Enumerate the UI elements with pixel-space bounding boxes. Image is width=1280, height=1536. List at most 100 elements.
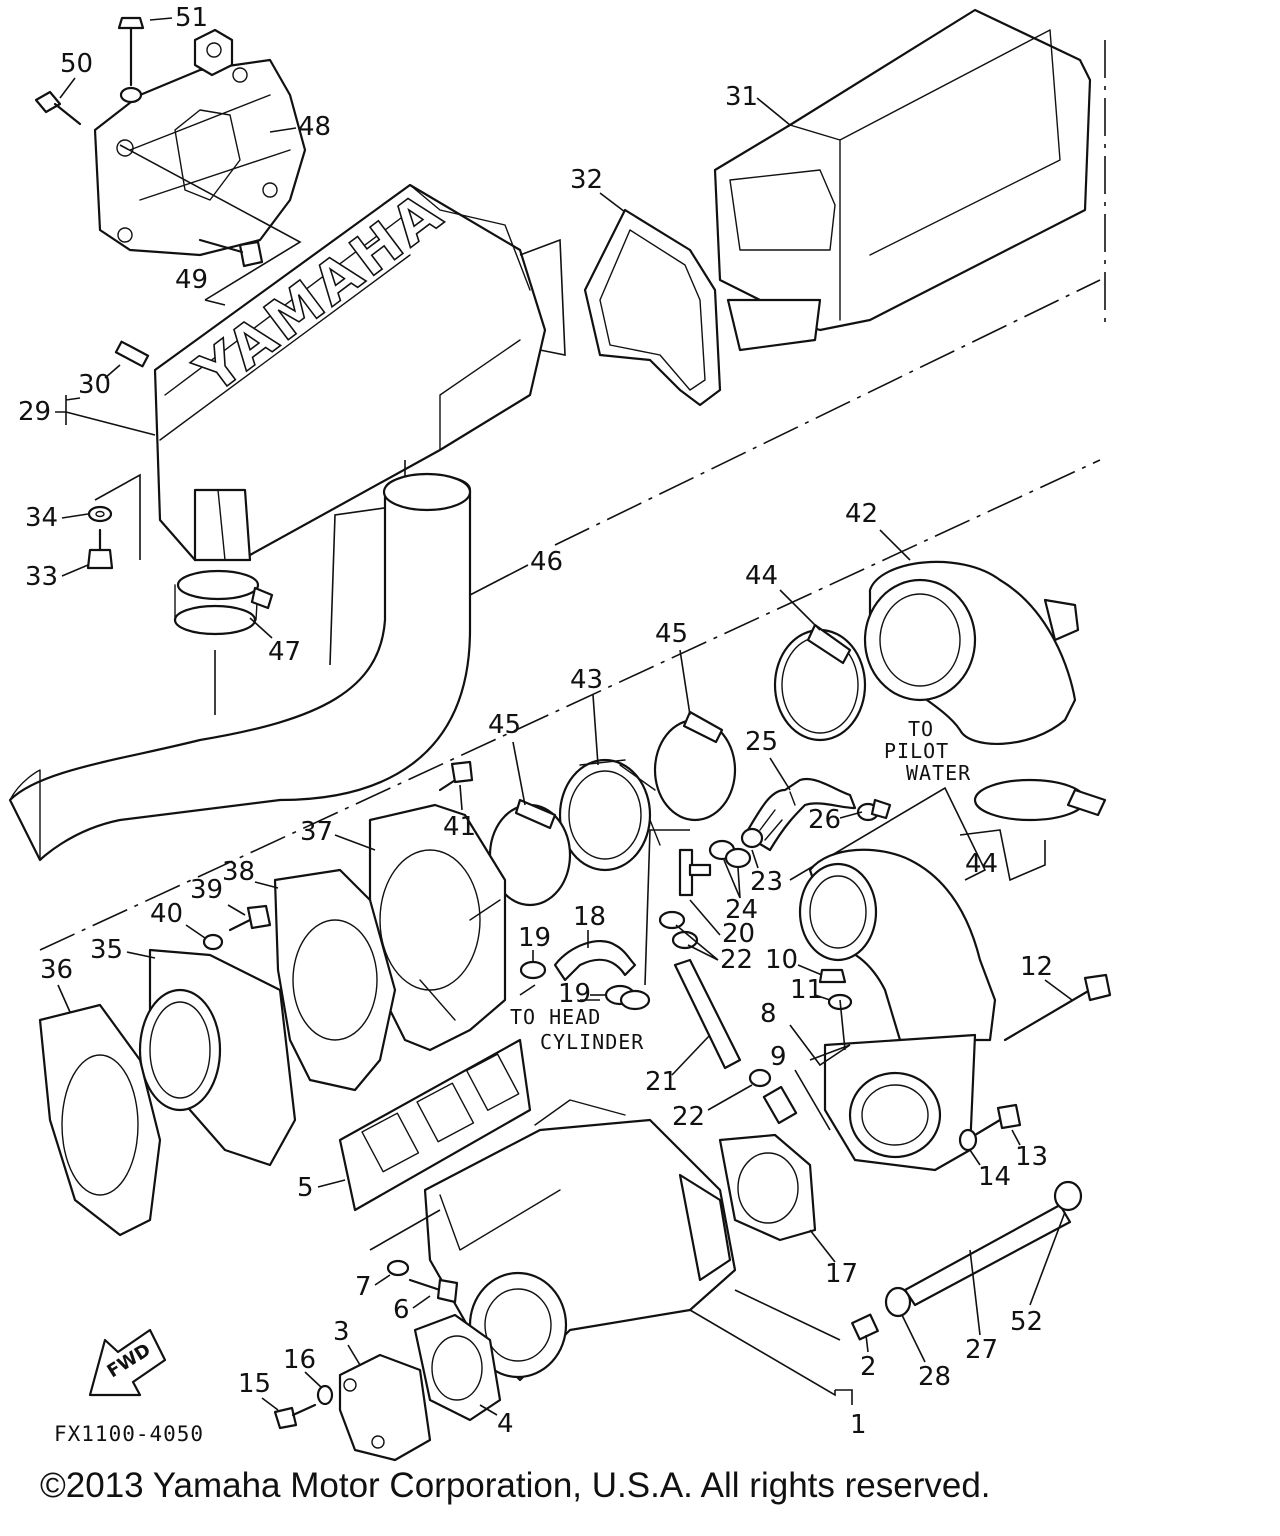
hose-clamp-44-lower — [973, 778, 1107, 822]
part-label-2: 2 — [860, 1352, 877, 1382]
part-label-48: 48 — [298, 112, 331, 142]
part-label-28: 28 — [918, 1362, 951, 1392]
part-label-51: 51 — [175, 3, 208, 33]
part-label-17: 17 — [825, 1259, 858, 1289]
part-label-23: 23 — [750, 867, 783, 897]
part-label-3: 3 — [333, 1317, 350, 1347]
part-label-9: 9 — [770, 1042, 787, 1072]
hose-21 — [673, 958, 742, 1070]
part-label-40: 40 — [150, 899, 183, 929]
manifold-1 — [423, 1099, 737, 1382]
elbow-42 — [863, 560, 1080, 745]
fitting-20 — [678, 848, 712, 897]
clamp-28 — [884, 1286, 912, 1318]
part-label-25: 25 — [745, 727, 778, 757]
part-labels: 51 50 48 49 31 32 30 29 34 33 46 47 42 4… — [18, 3, 1073, 1440]
filter-box-31 — [713, 8, 1092, 352]
hose-25 — [743, 777, 857, 852]
fwd-arrow: FWD — [88, 1328, 167, 1397]
part-label-21: 21 — [645, 1067, 678, 1097]
part-label-22-lower: 22 — [672, 1102, 705, 1132]
gasket-38 — [273, 868, 397, 1092]
gasket-32 — [583, 208, 722, 407]
part-label-41: 41 — [443, 812, 476, 842]
fitting-26 — [856, 798, 892, 822]
pin-30 — [114, 340, 150, 368]
note-to-pilot-water-2: PILOT — [884, 739, 949, 763]
bolt-6 — [408, 1278, 459, 1304]
part-label-39: 39 — [190, 875, 223, 905]
part-label-44-lower: 44 — [965, 849, 998, 879]
note-to-head-cylinder-1: TO HEAD — [510, 1005, 601, 1029]
part-label-36: 36 — [40, 955, 73, 985]
part-label-45-left: 45 — [488, 710, 521, 740]
gasket-17 — [718, 1133, 817, 1242]
part-label-44-upper: 44 — [745, 561, 778, 591]
part-label-47: 47 — [268, 637, 301, 667]
bracket-48 — [93, 28, 307, 257]
part-label-43: 43 — [570, 665, 603, 695]
flange-elbow — [823, 1033, 977, 1172]
bolt-33 — [86, 528, 114, 570]
hose-27 — [903, 1203, 1072, 1307]
bolt-39 — [228, 904, 272, 932]
part-label-5: 5 — [297, 1173, 314, 1203]
part-label-33: 33 — [25, 562, 58, 592]
part-label-35: 35 — [90, 935, 123, 965]
part-label-42: 42 — [845, 499, 878, 529]
part-label-13: 13 — [1015, 1142, 1048, 1172]
bolt-41 — [438, 760, 474, 792]
part-label-1: 1 — [850, 1410, 867, 1440]
part-label-46: 46 — [530, 547, 563, 577]
part-label-8: 8 — [760, 999, 777, 1029]
hose-clamp-44-upper — [773, 623, 867, 742]
part-label-16: 16 — [283, 1345, 316, 1375]
washer-16 — [316, 1384, 334, 1406]
coupler-43 — [558, 758, 661, 872]
bolt-51 — [117, 16, 145, 104]
note-to-head-cylinder-2: CYLINDER — [540, 1030, 644, 1054]
part-label-49: 49 — [175, 265, 208, 295]
part-label-11: 11 — [790, 975, 823, 1005]
part-label-24: 24 — [725, 895, 758, 925]
washer-34 — [87, 505, 113, 523]
bolt-50 — [34, 90, 82, 126]
note-to-pilot-water-1: TO — [908, 717, 934, 741]
clamps-19 — [519, 960, 651, 1011]
elbow-throttle — [798, 848, 997, 1042]
part-label-19-lower: 19 — [558, 979, 591, 1009]
copyright-notice: ©2013 Yamaha Motor Corporation, U.S.A. A… — [40, 1466, 991, 1505]
part-label-10: 10 — [765, 945, 798, 975]
adapter-35 — [138, 948, 297, 1167]
part-label-14: 14 — [978, 1162, 1011, 1192]
washer-7 — [386, 1259, 410, 1277]
part-label-52: 52 — [1010, 1307, 1043, 1337]
clamp-52 — [1053, 1180, 1083, 1212]
fitting-2 — [851, 1313, 879, 1341]
hose-clamp-47 — [173, 569, 274, 636]
hose-18 — [553, 940, 637, 982]
gasket-4 — [413, 1313, 502, 1422]
clamp-22-upper — [658, 910, 699, 950]
part-label-50: 50 — [60, 49, 93, 79]
part-label-45-right: 45 — [655, 619, 688, 649]
part-label-4: 4 — [497, 1409, 514, 1439]
part-label-34: 34 — [25, 503, 58, 533]
gasket-5 — [338, 1038, 532, 1212]
part-label-37: 37 — [300, 817, 333, 847]
washer-14 — [958, 1128, 978, 1152]
bolt-10 — [818, 968, 847, 984]
part-label-26: 26 — [808, 805, 841, 835]
part-label-6: 6 — [393, 1295, 410, 1325]
part-label-20: 20 — [722, 919, 755, 949]
bolt-13 — [973, 1103, 1022, 1137]
part-label-29: 29 — [18, 397, 51, 427]
clamp-24 — [708, 839, 752, 869]
bolt-15 — [273, 1403, 317, 1430]
part-label-31: 31 — [725, 82, 758, 112]
bolt-49 — [198, 238, 264, 268]
cover-3 — [338, 1353, 432, 1462]
part-label-38: 38 — [222, 857, 255, 887]
washer-40 — [202, 933, 224, 951]
